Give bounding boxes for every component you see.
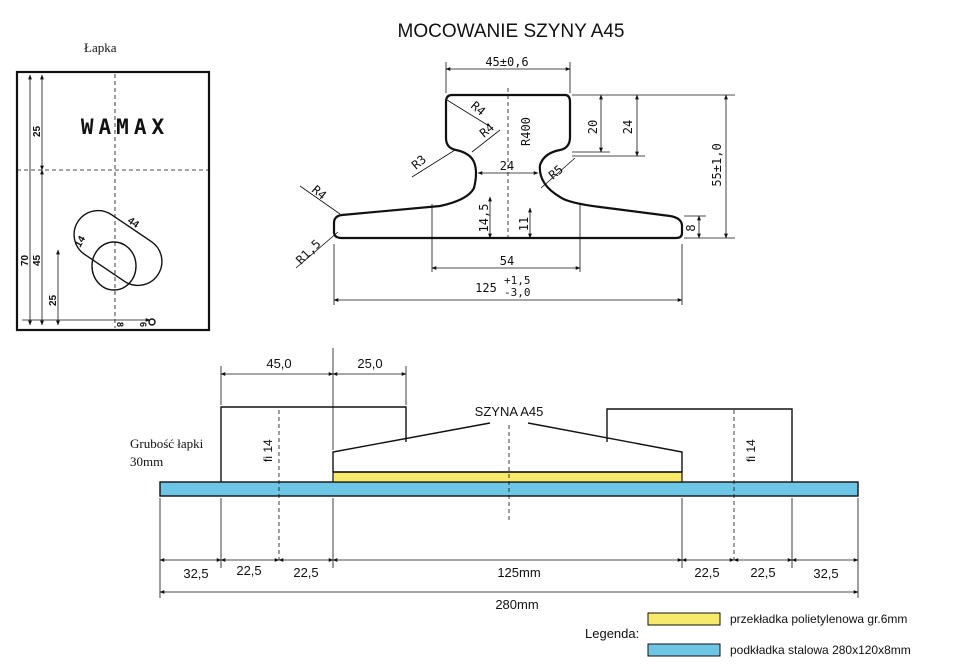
assembly-bottom-dim-4: 125mm xyxy=(497,565,540,580)
legend-swatch-pad xyxy=(647,612,721,626)
clamp-dim-14: 14 xyxy=(73,234,88,250)
polyethylene-pad xyxy=(332,471,683,483)
clamp-dim-70: 70 xyxy=(20,254,31,266)
rail-base-section xyxy=(332,422,683,472)
hole-label-left: fi 14 xyxy=(261,439,275,462)
assembly-bottom-dim-6: 22,5 xyxy=(750,565,775,580)
legend-swatch-plate xyxy=(647,643,721,657)
clamp-dim-25-top: 25 xyxy=(32,125,43,137)
rail-dim-r400: R400 xyxy=(519,117,533,146)
rail-dim-r4-b: R4 xyxy=(477,120,497,140)
rail-dim-r3: R3 xyxy=(409,152,429,172)
rail-dim-height: 55±1,0 xyxy=(710,143,724,186)
clamp-thickness-line2: 30mm xyxy=(130,454,163,469)
clamp-label: Łapka xyxy=(84,40,117,55)
assembly-bottom-dim-3: 22,5 xyxy=(293,565,318,580)
clamp-dim-45: 45 xyxy=(32,254,43,266)
hole-label-right: fi 14 xyxy=(744,439,758,462)
rail-dim-r5: R5 xyxy=(546,162,566,182)
drawing-title: MOCOWANIE SZYNY A45 xyxy=(398,21,625,42)
assembly-dim-25: 25,0 xyxy=(357,356,382,371)
clamp-detail: Łapka WAMAX 25 70 45 25 14 44 8 6 xyxy=(15,40,211,332)
assembly-bottom-dim-1: 32,5 xyxy=(183,566,208,581)
legend-item-pad: przekładka polietylenowa gr.6mm xyxy=(730,612,907,626)
legend-label: Legenda: xyxy=(585,626,639,641)
clamp-dim-25-bottom: 25 xyxy=(48,294,59,306)
rail-dim-14-5: 14,5 xyxy=(477,204,491,233)
rail-dim-54: 54 xyxy=(500,254,514,268)
clamp-dim-6: 6 xyxy=(138,322,148,327)
assembly-bottom-dim-5: 22,5 xyxy=(694,565,719,580)
clamp-brand: WAMAX xyxy=(81,115,169,139)
clamp-thickness-line1: Grubość łapki xyxy=(130,436,204,451)
assembly-total-dim: 280mm xyxy=(495,597,538,612)
clamp-dim-8: 8 xyxy=(115,322,125,327)
right-clamp xyxy=(606,408,793,482)
clamp-dim-44: 44 xyxy=(125,215,141,231)
assembly-view: SZYNA A45 Grubość łapki 30mm fi 14 fi 14… xyxy=(130,348,859,612)
rail-dim-r1-5: R1,5 xyxy=(293,237,323,267)
rail-dim-head-width: 45±0,6 xyxy=(485,55,528,69)
rail-profile-outline xyxy=(332,93,684,240)
left-clamp xyxy=(220,406,407,482)
clamp-outline xyxy=(15,70,211,332)
clamp-slot xyxy=(73,209,163,287)
rail-dim-base-tol-minus: -3,0 xyxy=(504,286,531,299)
rail-dim-r4-a: R4 xyxy=(468,99,488,119)
legend-item-plate: podkładka stalowa 280x120x8mm xyxy=(730,643,911,657)
rail-dim-24-right: 24 xyxy=(621,120,635,134)
assembly-dim-45: 45,0 xyxy=(266,356,291,371)
assembly-bottom-dim-2: 22,5 xyxy=(236,563,261,578)
rail-dim-11: 11 xyxy=(517,217,531,231)
rail-dim-base-tol-plus: +1,5 xyxy=(504,274,531,287)
rail-dim-20: 20 xyxy=(586,120,600,134)
rail-dim-web: 24 xyxy=(500,159,514,173)
rail-profile: 45±0,6 20 24 55±1,0 8 R4 R4 R400 R3 24 R… xyxy=(293,55,735,305)
clamp-hole xyxy=(91,241,137,291)
legend: Legenda: przekładka polietylenowa gr.6mm… xyxy=(585,612,911,657)
rail-dim-base: 125 xyxy=(475,281,497,295)
assembly-bottom-dim-7: 32,5 xyxy=(813,566,838,581)
rail-label: SZYNA A45 xyxy=(475,404,544,419)
rail-dim-8: 8 xyxy=(684,224,698,231)
